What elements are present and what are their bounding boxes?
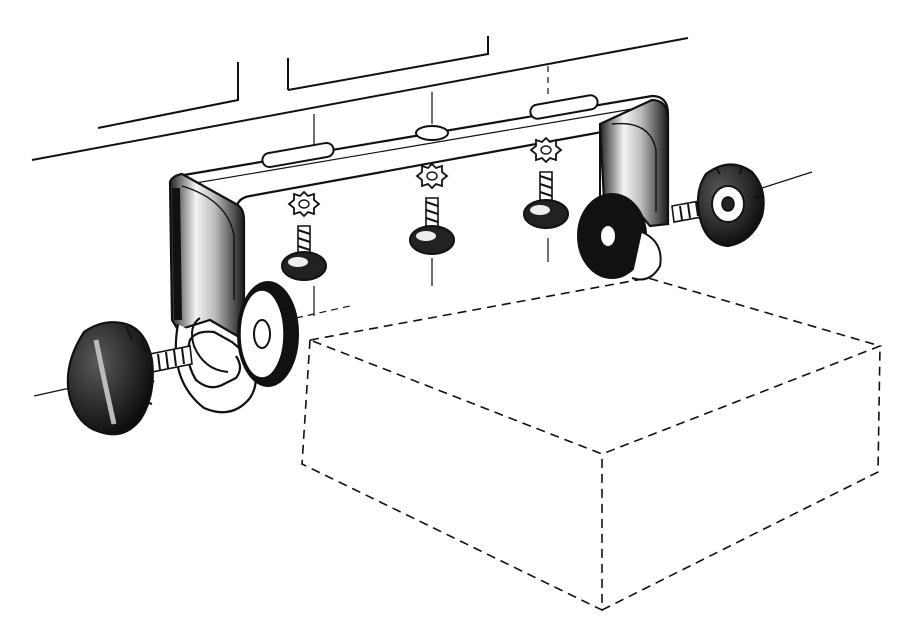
surface-panel-right [287,36,489,91]
washer-left-hole [253,319,271,349]
screw-center-head-highlight [416,231,436,241]
knob-left-grip-highlight [93,339,117,425]
surface-panel-left [97,62,239,129]
screw-center-thread [425,201,439,231]
knob-right [671,163,765,248]
knob-left-head [66,321,154,436]
bracket-arm-right-fold [611,122,657,212]
washer-right [577,193,662,281]
screw-center [409,197,455,255]
surface-edge-line [31,37,689,161]
bracket-slot-left [261,141,335,169]
mounting-bracket [168,94,670,414]
center-lines [33,66,813,397]
bracket-arm-left-fold [181,185,235,300]
device-side-face [601,345,881,611]
bracket-foot-left-slot [191,317,229,373]
knob-left [66,321,193,436]
lock-washer-left-hole [298,199,310,209]
lock-washer-center [415,162,449,190]
bracket-slot-right [529,94,599,120]
screw-left [281,225,327,281]
knob-right-center [721,196,735,212]
lock-washer-left [287,190,321,218]
bracket-arm-left-shadow [172,187,182,321]
bracket-foot-left [174,323,257,414]
knob-right-thread [679,199,707,221]
lock-washer-center-hole [426,171,438,181]
lock-washer-right [529,136,563,164]
device-top-face [307,277,883,455]
washer-left [237,281,299,387]
screw-left-thread [297,229,311,259]
device-front-face [301,339,603,612]
washer-right-hole [599,224,617,248]
axis-right-knob [761,171,813,189]
screw-left-head-highlight [288,257,308,267]
bracket-top-edge [177,105,651,187]
lock-washer-right-hole [540,145,552,155]
screw-right [523,171,569,229]
knob-left-ridges [125,325,155,405]
axis-left-washer [295,305,351,319]
device-outline [301,277,883,612]
bracket-hole-center [415,125,449,141]
screw-right-thread [539,175,553,205]
screw-right-head-highlight [530,205,550,215]
knob-right-ridges [715,165,761,227]
bracket-foot-right [631,231,662,281]
mounting-surface [31,36,689,161]
axis-left-knob [33,387,71,397]
